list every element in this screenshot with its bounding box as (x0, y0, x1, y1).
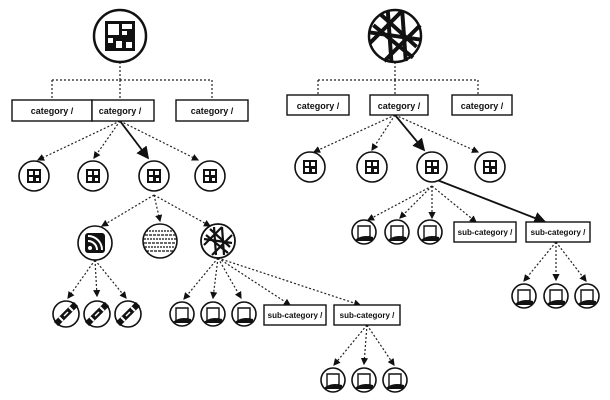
svg-text:category /: category / (31, 106, 74, 116)
grid-icon (147, 169, 161, 183)
left-sub-page-3[interactable] (382, 367, 408, 393)
svg-text:category /: category / (297, 101, 340, 111)
right-subcategory-2[interactable]: sub-category / (525, 221, 591, 243)
left-root-node[interactable] (92, 8, 148, 64)
svg-text:sub-category /: sub-category / (340, 311, 395, 320)
right-category-2[interactable]: category / (369, 94, 429, 116)
right-root-connectors (317, 62, 479, 95)
left-category-1[interactable]: category / (11, 99, 93, 122)
right-subcategory-edges (523, 241, 587, 282)
right-node-3[interactable] (416, 151, 448, 183)
grid-icon (483, 160, 497, 174)
svg-text:category /: category / (461, 101, 504, 111)
right-category-1[interactable]: category / (286, 94, 350, 116)
svg-text:sub-category /: sub-category / (531, 228, 586, 237)
right-sub-page-3[interactable] (574, 283, 600, 309)
left-link-3[interactable] (114, 300, 142, 328)
page-icon (387, 225, 407, 242)
page-icon (234, 307, 254, 324)
left-page-2[interactable] (200, 301, 226, 327)
left-page-1[interactable] (169, 301, 195, 327)
page-icon (385, 373, 405, 390)
left-page-3[interactable] (231, 301, 257, 327)
page-icon (546, 289, 566, 306)
left-node-edges (100, 194, 212, 227)
grid-icon (27, 169, 41, 183)
left-feed-node[interactable] (77, 225, 113, 261)
page-icon (354, 225, 374, 242)
left-node-2[interactable] (77, 160, 109, 192)
left-link-2[interactable] (83, 300, 111, 328)
left-category-3[interactable]: category / (175, 99, 249, 122)
left-node-3[interactable] (138, 160, 170, 192)
left-sub-page-2[interactable] (351, 367, 377, 393)
rss-icon (84, 232, 106, 254)
right-subcategory-1[interactable]: sub-category / (453, 221, 517, 243)
right-node-4[interactable] (474, 151, 506, 183)
page-icon (354, 373, 374, 390)
page-icon (577, 289, 597, 306)
page-icon (323, 373, 343, 390)
right-sub-page-2[interactable] (543, 283, 569, 309)
left-feed-edges (67, 259, 127, 299)
svg-text:category /: category / (191, 106, 234, 116)
left-sub-page-1[interactable] (320, 367, 346, 393)
grid-icon (86, 169, 100, 183)
right-node-2[interactable] (356, 151, 388, 183)
page-icon (203, 307, 223, 324)
page-icon (514, 289, 534, 306)
left-photo-edges (183, 257, 362, 307)
svg-text:sub-category /: sub-category / (458, 228, 513, 237)
left-text-node[interactable] (142, 223, 178, 259)
right-category-edges (312, 114, 480, 153)
left-node-1[interactable] (18, 160, 50, 192)
right-sub-page-1[interactable] (511, 283, 537, 309)
left-root-connectors (51, 62, 213, 100)
left-subcategory-2[interactable]: sub-category / (333, 304, 401, 326)
left-subcategory-1[interactable]: sub-category / (263, 304, 327, 326)
right-page-3[interactable] (417, 219, 443, 245)
left-link-1[interactable] (52, 300, 80, 328)
left-node-4[interactable] (194, 160, 226, 192)
svg-text:sub-category /: sub-category / (268, 311, 323, 320)
page-icon (172, 307, 192, 324)
grid-icon (203, 169, 217, 183)
right-node-1[interactable] (294, 151, 326, 183)
right-root-node[interactable] (367, 8, 423, 64)
left-subcategory-edges (333, 324, 395, 366)
svg-text:category /: category / (99, 106, 142, 116)
grid-icon (105, 21, 135, 51)
grid-icon (425, 160, 439, 174)
page-icon (420, 225, 440, 242)
left-photo-node[interactable] (200, 223, 236, 259)
grid-icon (365, 160, 379, 174)
svg-text:category /: category / (378, 101, 421, 111)
right-page-1[interactable] (351, 219, 377, 245)
right-page-2[interactable] (384, 219, 410, 245)
right-category-3[interactable]: category / (451, 94, 513, 116)
left-category-2[interactable]: category / (91, 99, 155, 122)
right-node-edges (366, 177, 547, 224)
left-category-edges (36, 120, 200, 161)
grid-icon (303, 160, 317, 174)
